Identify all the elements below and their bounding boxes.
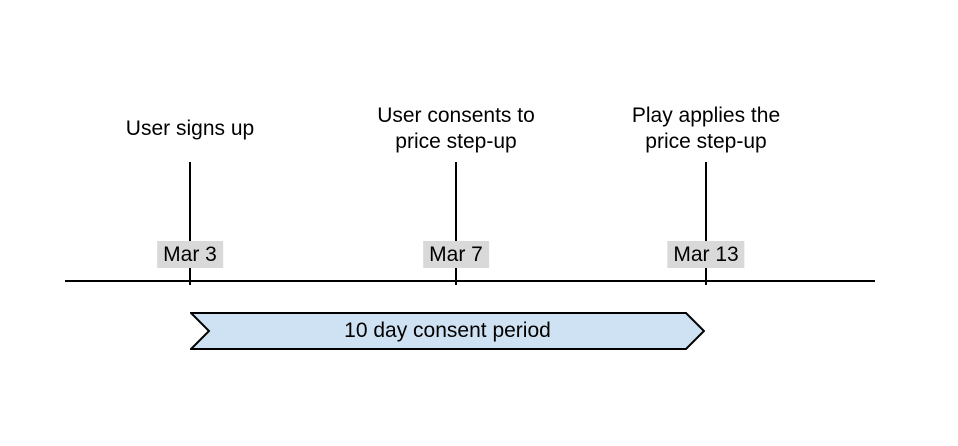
tick-mar-3: [189, 162, 191, 285]
event-label-play-applies: Play applies the price step-up: [576, 103, 836, 155]
event-label-line: Play applies the: [631, 104, 781, 127]
event-label-user-consents: User consents to price step-up: [326, 103, 586, 155]
event-label-line: price step-up: [395, 130, 517, 153]
event-label-line: User signs up: [125, 117, 255, 140]
ribbon-arrow-shape: [190, 312, 705, 350]
date-chip-mar-7: Mar 7: [423, 241, 489, 268]
date-chip-mar-3: Mar 3: [157, 241, 223, 268]
consent-period-banner: 10 day consent period: [190, 312, 705, 350]
event-label-user-signs-up: User signs up: [60, 103, 320, 155]
tick-mar-7: [455, 162, 457, 285]
consent-period-label: 10 day consent period: [344, 319, 551, 342]
tick-mar-13: [705, 162, 707, 285]
timeline-axis-line: [65, 280, 875, 282]
date-chip-mar-13: Mar 13: [667, 241, 745, 268]
event-label-line: price step-up: [645, 130, 767, 153]
event-label-line: User consents to: [377, 104, 535, 127]
